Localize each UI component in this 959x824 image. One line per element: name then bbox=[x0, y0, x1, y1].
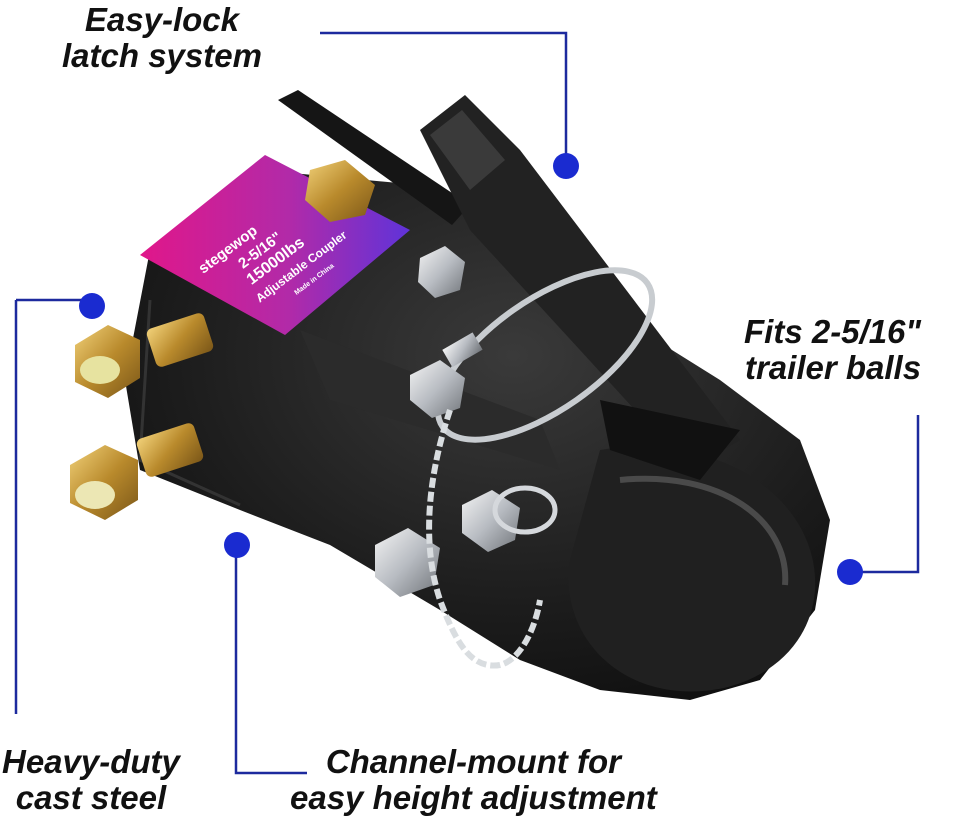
callout-channel-line1: Channel-mount for bbox=[325, 743, 621, 780]
callout-dot-latch bbox=[553, 153, 579, 179]
callout-heavy-line1: Heavy-duty bbox=[2, 743, 180, 780]
callout-latch-line1: Easy-lock bbox=[84, 1, 240, 38]
mount-bolts bbox=[70, 160, 375, 520]
callout-heavy-line2: cast steel bbox=[15, 779, 167, 816]
callout-latch-line2: latch system bbox=[62, 37, 262, 74]
callout-heavy-duty: Heavy-duty cast steel bbox=[2, 744, 180, 816]
callout-channel-line2: easy height adjustment bbox=[290, 779, 657, 816]
callout-lines bbox=[14, 31, 920, 775]
callout-channel-mount: Channel-mount for easy height adjustment bbox=[290, 744, 657, 816]
callout-latch-system: Easy-lock latch system bbox=[62, 2, 262, 74]
callout-fits-line1: Fits 2-5/16" bbox=[744, 313, 922, 350]
callout-dot-channel bbox=[224, 532, 250, 558]
safety-pin-and-chain bbox=[375, 246, 656, 669]
callout-fits-line2: trailer balls bbox=[744, 349, 922, 386]
callout-fits-balls: Fits 2-5/16" trailer balls bbox=[744, 314, 921, 386]
callout-dot-heavy bbox=[79, 293, 105, 319]
latch-handle bbox=[278, 90, 740, 480]
callout-dots bbox=[79, 153, 863, 585]
callout-dot-fits bbox=[837, 559, 863, 585]
